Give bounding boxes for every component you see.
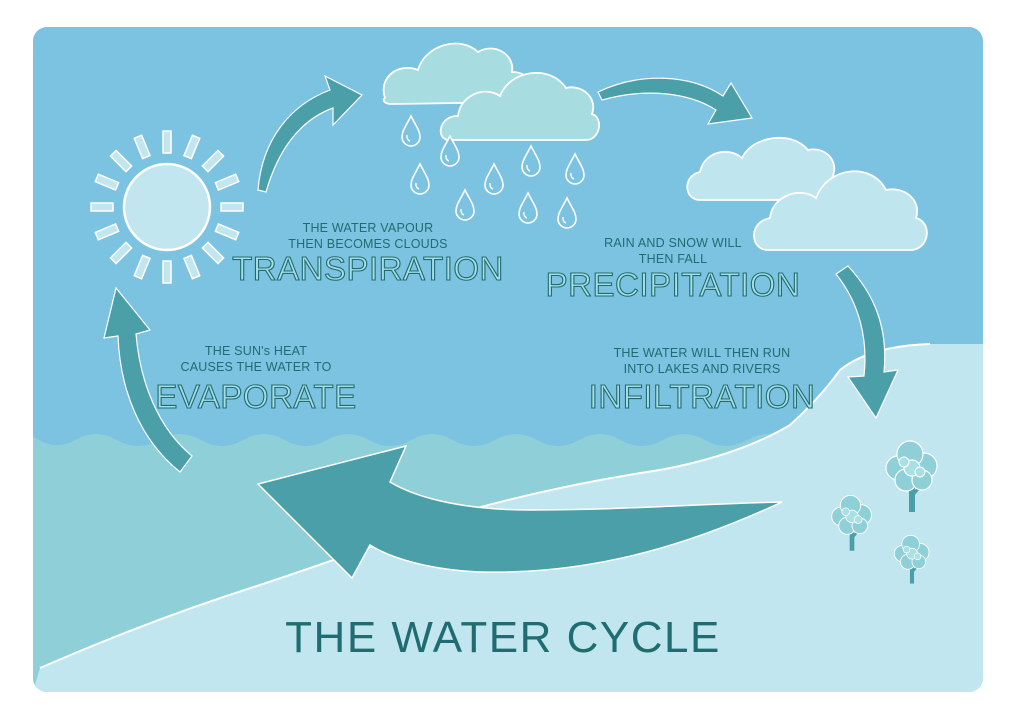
arrow-icon bbox=[256, 444, 783, 580]
sun-ray bbox=[133, 254, 152, 280]
infiltration-label: INFILTRATION bbox=[589, 378, 816, 415]
sun-ray bbox=[162, 260, 172, 284]
sun-ray bbox=[201, 241, 225, 265]
sun-ray bbox=[94, 222, 120, 241]
precipitation-label: PRECIPITATION bbox=[546, 266, 801, 303]
sun-ray bbox=[182, 254, 201, 280]
cloud-icon bbox=[686, 136, 928, 251]
sun-ray bbox=[201, 149, 225, 173]
evaporate-caption-line1: THE SUN's HEAT bbox=[205, 344, 307, 358]
arrow-icon bbox=[257, 74, 363, 193]
stage-infiltration: THE WATER WILL THEN RUN INTO LAKES AND R… bbox=[588, 346, 816, 416]
stage-precipitation: RAIN AND SNOW WILL THEN FALL PRECIPITATI… bbox=[545, 236, 801, 304]
transpiration-label: TRANSPIRATION bbox=[232, 250, 504, 287]
sun-ray bbox=[214, 173, 240, 192]
precipitation-caption-line1: RAIN AND SNOW WILL bbox=[604, 236, 742, 250]
arrow-icon bbox=[597, 77, 753, 125]
transpiration-caption-line2: THEN BECOMES CLOUDS bbox=[288, 237, 447, 251]
sun-ray bbox=[109, 149, 133, 173]
sun-ray bbox=[133, 134, 152, 160]
sun-ray bbox=[220, 202, 244, 212]
stage-transpiration: THE WATER VAPOUR THEN BECOMES CLOUDS TRA… bbox=[232, 221, 504, 288]
sun-ray bbox=[94, 173, 120, 192]
sun-ray bbox=[109, 241, 133, 265]
precipitation-caption-line2: THEN FALL bbox=[639, 252, 708, 266]
arrow-icon bbox=[835, 265, 900, 420]
sun-ray bbox=[90, 202, 114, 212]
arrow-icon bbox=[103, 286, 193, 473]
sun-icon bbox=[90, 130, 244, 284]
infiltration-caption-line1: THE WATER WILL THEN RUN bbox=[614, 346, 791, 360]
land-ridge bbox=[39, 343, 931, 669]
sun-ray bbox=[214, 222, 240, 241]
sun-ray bbox=[182, 134, 201, 160]
rain-cloud-icon bbox=[382, 42, 600, 229]
stage-evaporate: THE SUN's HEAT CAUSES THE WATER TO EVAPO… bbox=[155, 344, 357, 416]
sun-ray bbox=[162, 130, 172, 154]
transpiration-caption-line1: THE WATER VAPOUR bbox=[303, 221, 434, 235]
infiltration-caption-line2: INTO LAKES AND RIVERS bbox=[624, 362, 781, 376]
evaporate-label: EVAPORATE bbox=[155, 378, 356, 415]
page-title: THE WATER CYCLE bbox=[285, 613, 721, 662]
evaporate-caption-line2: CAUSES THE WATER TO bbox=[180, 360, 331, 374]
